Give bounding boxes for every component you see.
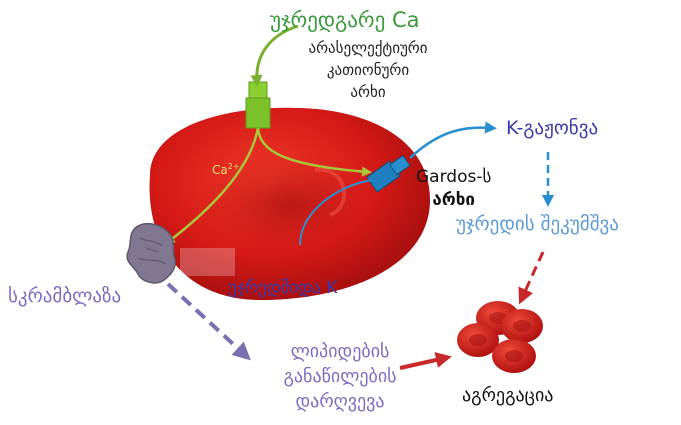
extracellular-ca-label: უჯრედგარე Ca [270, 8, 420, 32]
scramblase-icon [127, 224, 175, 283]
lipid-label-line3: დარღვევა [245, 390, 435, 415]
gardos-label-line2: არხი [416, 189, 491, 212]
lipid-label-line2: განაწილების [245, 365, 435, 390]
cation-channel-label: არასელექტიური კათიონური არხი [268, 38, 468, 103]
intracellular-ca-label: Ca2+ [212, 162, 240, 178]
ca-charge: 2+ [228, 162, 240, 171]
shrink-to-aggregation-arrow [522, 252, 543, 298]
lipid-label-line1: ლიპიდების [245, 340, 435, 365]
k-efflux-arrow [410, 128, 492, 158]
red-blood-cell [150, 108, 430, 300]
channel-label-line2: კათიონური [268, 60, 468, 82]
aggregated-cells-icon [457, 301, 543, 373]
gardos-label-line1: Gardos-ს [416, 166, 491, 189]
intracellular-k-label: უჯრედშიდა K [228, 279, 337, 299]
gardos-channel-label: Gardos-ს არხი [416, 166, 491, 212]
k-efflux-label: K-გაჟონვა [506, 118, 598, 140]
channel-label-line1: არასელექტიური [268, 38, 468, 60]
cation-channel-icon [246, 82, 270, 128]
aggregation-label: აგრეგაცია [462, 386, 553, 407]
lipid-disruption-label: ლიპიდების განაწილების დარღვევა [245, 340, 435, 414]
scramblase-label: სკრამბლაზა [8, 286, 121, 308]
channel-label-line3: არხი [268, 82, 468, 104]
ca-symbol: Ca [212, 163, 228, 177]
cell-shrinkage-label: უჯრედის შეკუმშვა [456, 214, 619, 236]
